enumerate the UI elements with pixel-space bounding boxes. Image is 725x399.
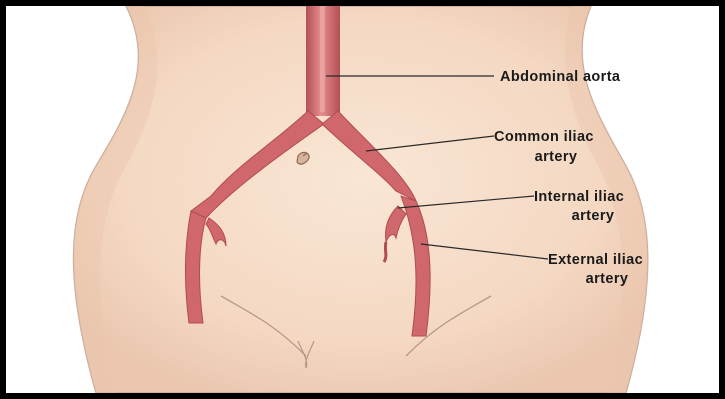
aorta-highlight <box>320 6 325 112</box>
internal-iliac-label-line1: Internal iliac <box>534 189 624 205</box>
pelvic-arteries-illustration: Abdominal aorta Common iliac artery Inte… <box>6 6 719 393</box>
internal-iliac-label-line2: artery <box>572 208 615 224</box>
common-iliac-label-line1: Common iliac <box>494 129 594 145</box>
abdominal-aorta-label: Abdominal aorta <box>500 69 621 85</box>
right-internal-iliac-branch <box>384 242 386 262</box>
common-iliac-label-line2: artery <box>535 149 578 165</box>
external-iliac-label-line2: artery <box>586 271 629 287</box>
external-iliac-label-line1: External iliac <box>548 252 643 268</box>
